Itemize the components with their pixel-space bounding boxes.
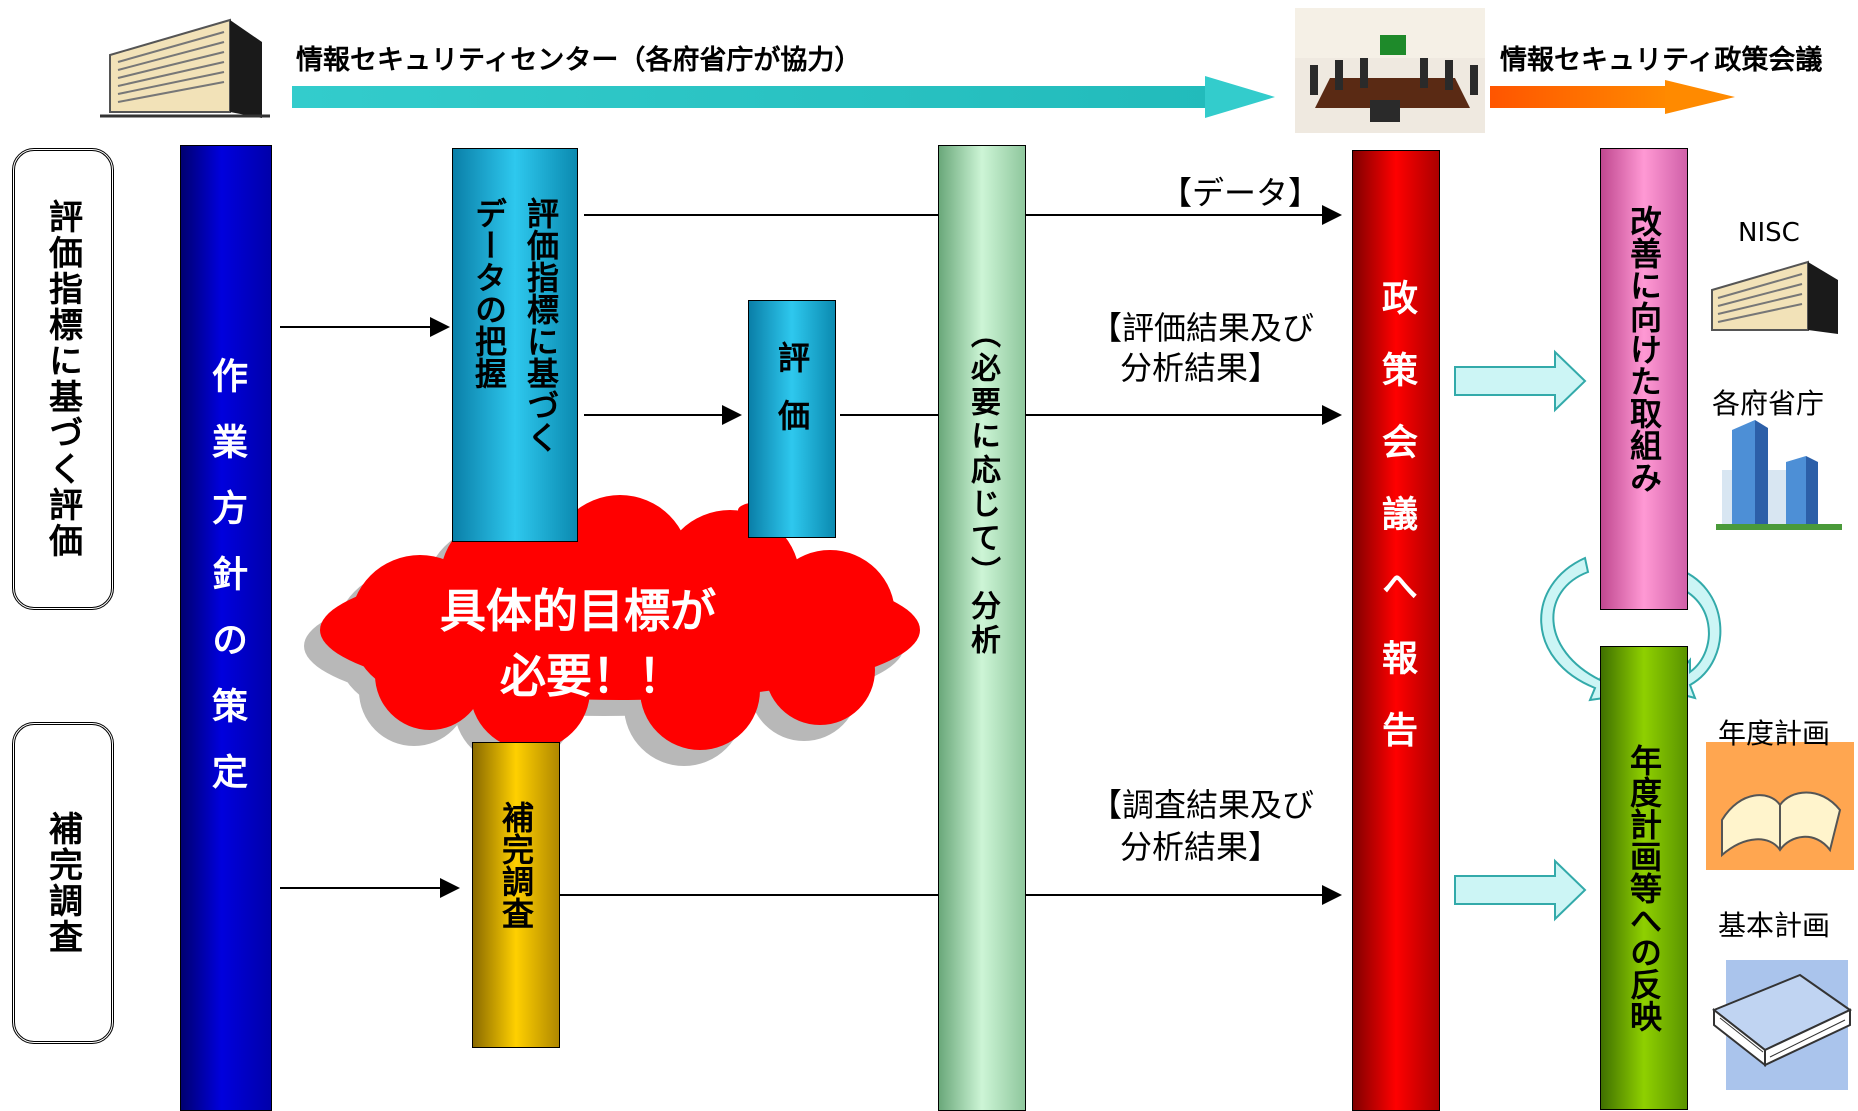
annual-plan-label: 年度計画: [1718, 717, 1831, 750]
eval-by-indicators-box: 評価指標に基づく評価: [12, 148, 114, 610]
report-label: 政策会議へ報告: [1376, 278, 1417, 783]
supplement-label: 補完調査: [497, 801, 535, 929]
basic-plan-label: 基本計画: [1718, 909, 1831, 942]
block-arrow-to-improvement: [1454, 349, 1587, 413]
report-pillar: 政策会議へ報告: [1352, 150, 1440, 1111]
survey-result-label-line1: 【調査結果及び: [1090, 786, 1315, 824]
office-building-icon: [100, 18, 270, 118]
closed-book-icon: [1712, 960, 1852, 1090]
data-arrow-label: 【データ】: [1160, 174, 1321, 212]
council-label: 情報セキュリティ政策会議: [1500, 45, 1823, 76]
improvement-label: 改善に向けた取組み: [1625, 205, 1663, 493]
supplementary-survey-label: 補完調査: [42, 811, 83, 955]
evaluation-pillar: 評価: [748, 300, 836, 538]
survey-result-label-line2: 分析結果】: [1120, 828, 1281, 866]
reflection-pillar: 年度計画等への反映: [1600, 646, 1688, 1110]
work-policy-pillar: 作業方針の策定: [180, 145, 272, 1111]
reflection-label: 年度計画等への反映: [1625, 744, 1663, 1032]
nisc-building-icon: [1711, 260, 1838, 334]
evaluation-label: 評価: [773, 341, 811, 457]
cloud-text-line2: 必要！！: [500, 649, 684, 703]
block-arrow-to-reflection: [1454, 858, 1587, 922]
cyan-flow-arrow: [292, 76, 1275, 118]
analysis-label: （必要に応じて）分析: [965, 318, 1000, 658]
data-grasp-line1: 評価指標に基づく: [522, 197, 560, 453]
eval-result-label-line2: 分析結果】: [1120, 349, 1281, 387]
eval-result-label-line1: 【評価結果及び: [1090, 309, 1315, 347]
open-book-icon: [1706, 742, 1854, 870]
ministries-label: 各府省庁: [1712, 387, 1825, 420]
supplement-pillar: 補完調査: [472, 742, 560, 1048]
nisc-label: NISC: [1738, 218, 1800, 248]
supplementary-survey-box: 補完調査: [12, 722, 114, 1044]
orange-flow-arrow: [1490, 80, 1735, 114]
goal-cloud: [304, 495, 920, 766]
ministry-towers-icon: [1716, 420, 1842, 530]
eval-by-indicators-label: 評価指標に基づく評価: [42, 199, 83, 559]
analysis-pillar: （必要に応じて）分析: [938, 145, 1026, 1111]
meeting-room-icon: [1295, 8, 1485, 133]
improvement-pillar: 改善に向けた取組み: [1600, 148, 1688, 610]
cloud-text-line1: 具体的目標が: [440, 584, 716, 638]
work-policy-label: 作業方針の策定: [206, 357, 247, 819]
data-grasp-pillar: 評価指標に基づく データの把握: [452, 148, 578, 542]
center-label: 情報セキュリティセンター（各府省庁が協力）: [296, 45, 862, 76]
data-grasp-line2: データの把握: [470, 197, 508, 389]
